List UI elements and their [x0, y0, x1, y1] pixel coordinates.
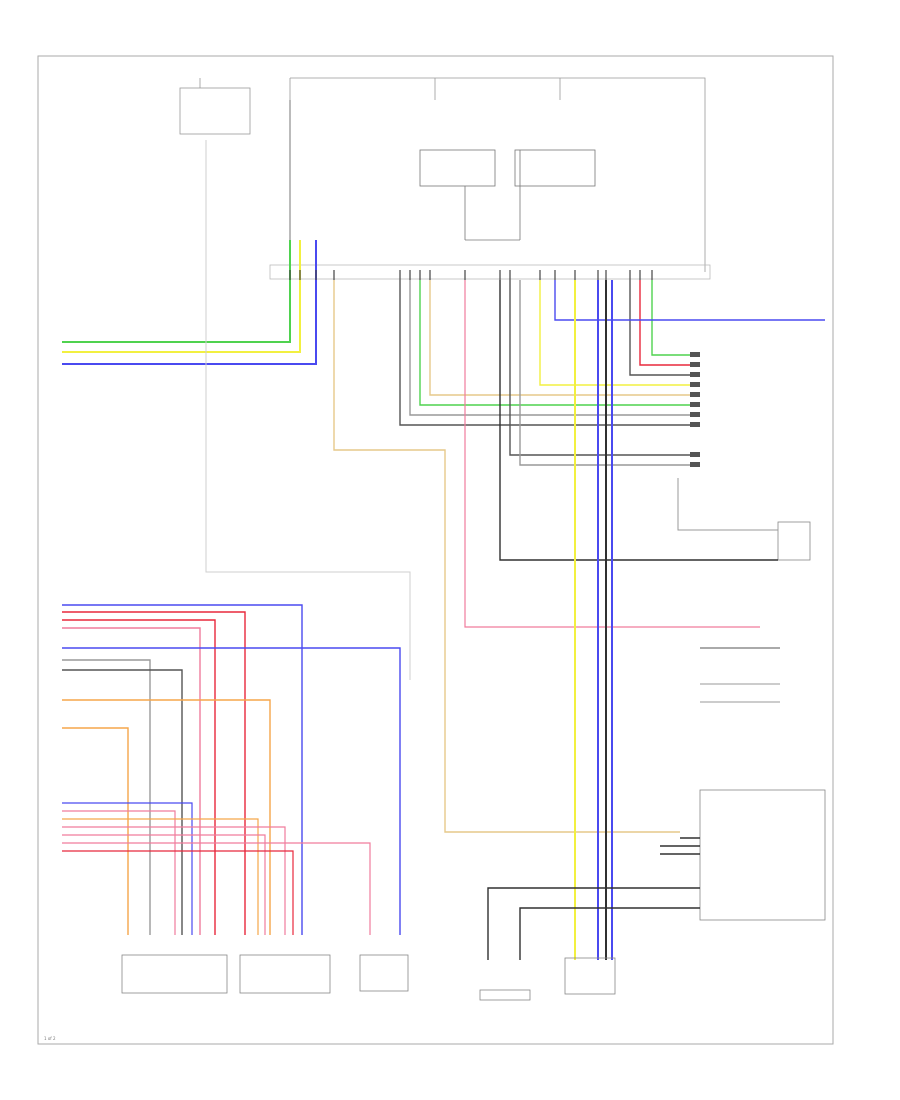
- tan-wire: [333, 280, 680, 833]
- fuse-group: [179, 77, 706, 272]
- left-bundle-top: [62, 100, 317, 365]
- relay-group: [419, 149, 596, 241]
- sensor-wire-a: [677, 478, 778, 531]
- gray-signal-wire: [205, 140, 411, 680]
- controller-box: [699, 789, 826, 921]
- bottom-components: [121, 954, 616, 1001]
- diagram-border: [37, 55, 834, 1045]
- sensor-wire-b: [499, 280, 778, 561]
- down-wires: [574, 280, 613, 960]
- sensor-connector-pins: [690, 352, 700, 467]
- sensor-box: [777, 521, 811, 561]
- pink-switch-wire: [464, 280, 760, 628]
- right-sensor-bundle: [399, 280, 700, 466]
- left-bundle-mid: [62, 604, 401, 935]
- left-bundle-low: [62, 802, 371, 935]
- page-number: 1 of 2: [44, 1036, 56, 1041]
- blue-sensor-wire: [554, 280, 825, 321]
- ecm-connector-box: [269, 264, 711, 280]
- ecu-pin-ticks: [289, 270, 653, 280]
- controller-connections: [487, 837, 700, 960]
